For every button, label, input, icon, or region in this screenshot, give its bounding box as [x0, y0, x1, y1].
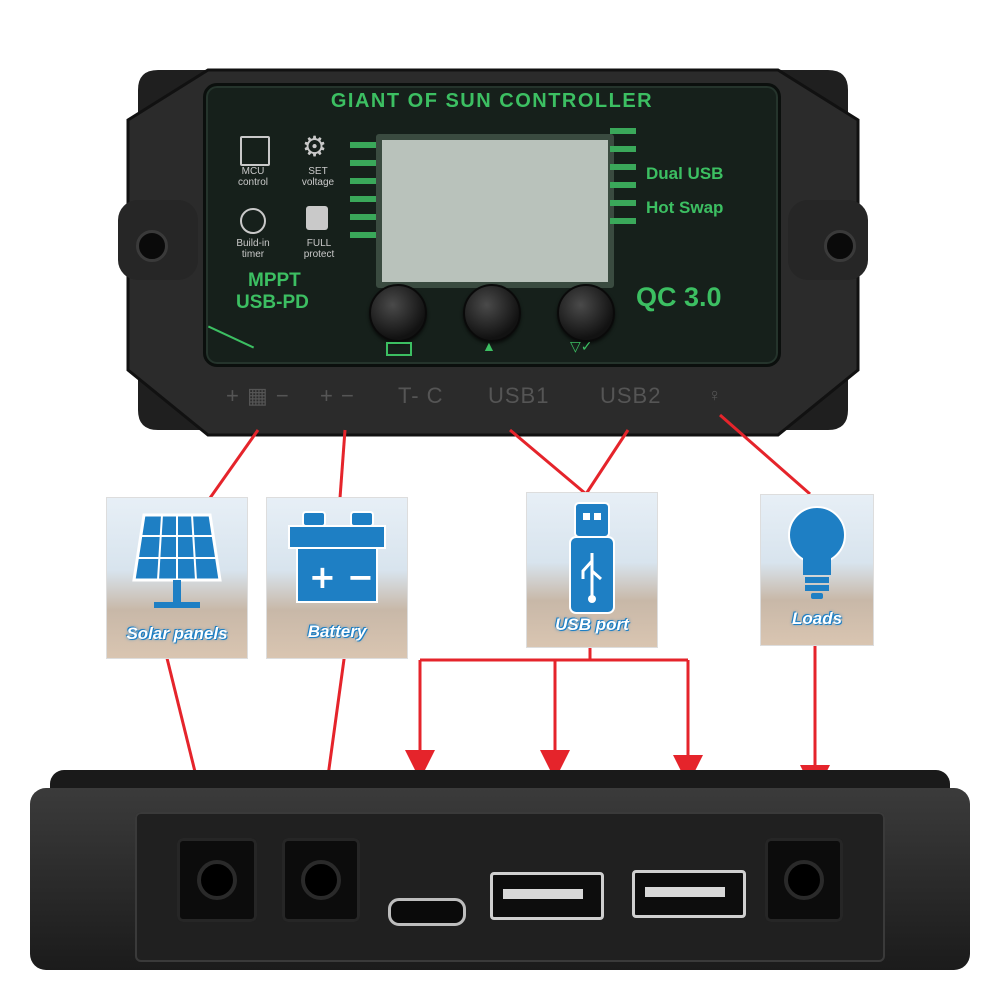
gear-icon: ⚙ [302, 131, 328, 162]
chip-icon [240, 136, 270, 166]
usb-card-label: USB port [555, 615, 629, 634]
battery-icon: + − [288, 511, 386, 603]
svg-text:+ −: + − [309, 558, 374, 596]
protect-label: FULL protect [303, 238, 335, 260]
set-voltage-label: SET voltage [301, 166, 335, 188]
loads-card: Loads [760, 494, 874, 646]
lcd-right-bars [610, 128, 636, 224]
solar-port-label: + ▦ − [226, 383, 290, 408]
up-button[interactable] [463, 284, 521, 342]
battery-card: + − Battery [266, 497, 408, 659]
typec-port-label: T- C [398, 383, 444, 408]
up-arrow-icon: ▲ [482, 338, 496, 354]
usb-card: USB port [526, 492, 658, 648]
usb2-port [632, 870, 746, 918]
usb1-port [490, 872, 604, 920]
clock-icon [240, 208, 266, 234]
solar-card: Solar panels [106, 497, 248, 659]
light-bulb-icon [788, 506, 846, 599]
usb1-port-label: USB1 [488, 383, 550, 408]
timer-label: Build-in timer [236, 238, 270, 260]
qc-label: QC 3.0 [636, 282, 722, 312]
load-dc-jack [765, 838, 843, 922]
dual-usb-label: Dual USB [646, 164, 724, 183]
usb-c-port [388, 898, 466, 926]
menu-button[interactable] [369, 284, 427, 342]
battery-mode-icon [386, 342, 412, 356]
down-button[interactable] [557, 284, 615, 342]
loads-card-label: Loads [791, 609, 843, 628]
load-bulb-icon: ♀ [708, 385, 722, 405]
lcd-left-bars [350, 142, 376, 238]
solar-panel-icon [132, 513, 222, 608]
battery-port-label: + − [320, 383, 355, 408]
battery-card-label: Battery [307, 622, 367, 641]
usb-plug-icon [569, 502, 615, 614]
usb2-port-label: USB2 [600, 383, 662, 408]
mount-hole-right [824, 230, 856, 262]
solar-dc-jack [177, 838, 257, 922]
lcd-screen [376, 134, 614, 288]
usb-pd-label: USB-PD [236, 292, 309, 313]
mcu-control-label: MCU control [237, 166, 268, 188]
lock-icon [306, 206, 328, 230]
battery-dc-jack [282, 838, 360, 922]
solar-card-label: Solar panels [126, 624, 228, 643]
faceplate: GIANT OF SUN CONTROLLER MCU control ⚙ SE… [203, 83, 781, 367]
mount-hole-left [136, 230, 168, 262]
port-side-panel [30, 770, 970, 970]
hot-swap-label: Hot Swap [646, 198, 724, 217]
controller-title: GIANT OF SUN CONTROLLER [330, 90, 654, 112]
mppt-label: MPPT [248, 270, 301, 291]
down-bulb-icon: ▽✓ [570, 338, 593, 354]
